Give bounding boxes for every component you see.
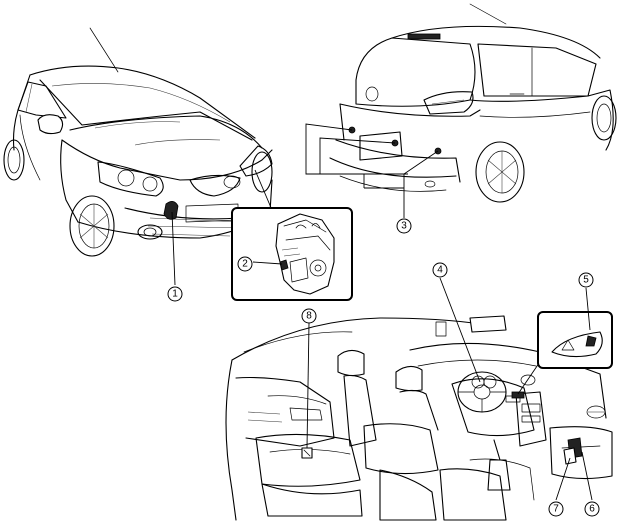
svg-text:1: 1 [172,289,178,300]
svg-text:8: 8 [306,311,312,322]
callout-2: 2 [237,256,253,272]
hazard-switch-inset [517,311,613,395]
rear-car-illustration [305,3,617,218]
callout-8: 8 [301,308,317,324]
callout-6: 6 [584,501,600,517]
svg-text:2: 2 [242,259,248,270]
callout-5: 5 [578,272,594,288]
svg-text:4: 4 [437,265,443,276]
svg-text:3: 3 [401,221,407,232]
interior-illustration [225,315,613,521]
leader-lines [171,211,593,501]
callout-7: 7 [548,501,564,517]
svg-text:6: 6 [589,504,595,515]
engine-inset-panel [231,169,353,301]
front-car-illustration [3,27,273,257]
svg-text:5: 5 [583,275,589,286]
svg-text:7: 7 [553,504,559,515]
callout-4: 4 [432,262,448,278]
callout-3: 3 [396,218,412,234]
callout-1: 1 [167,286,183,302]
